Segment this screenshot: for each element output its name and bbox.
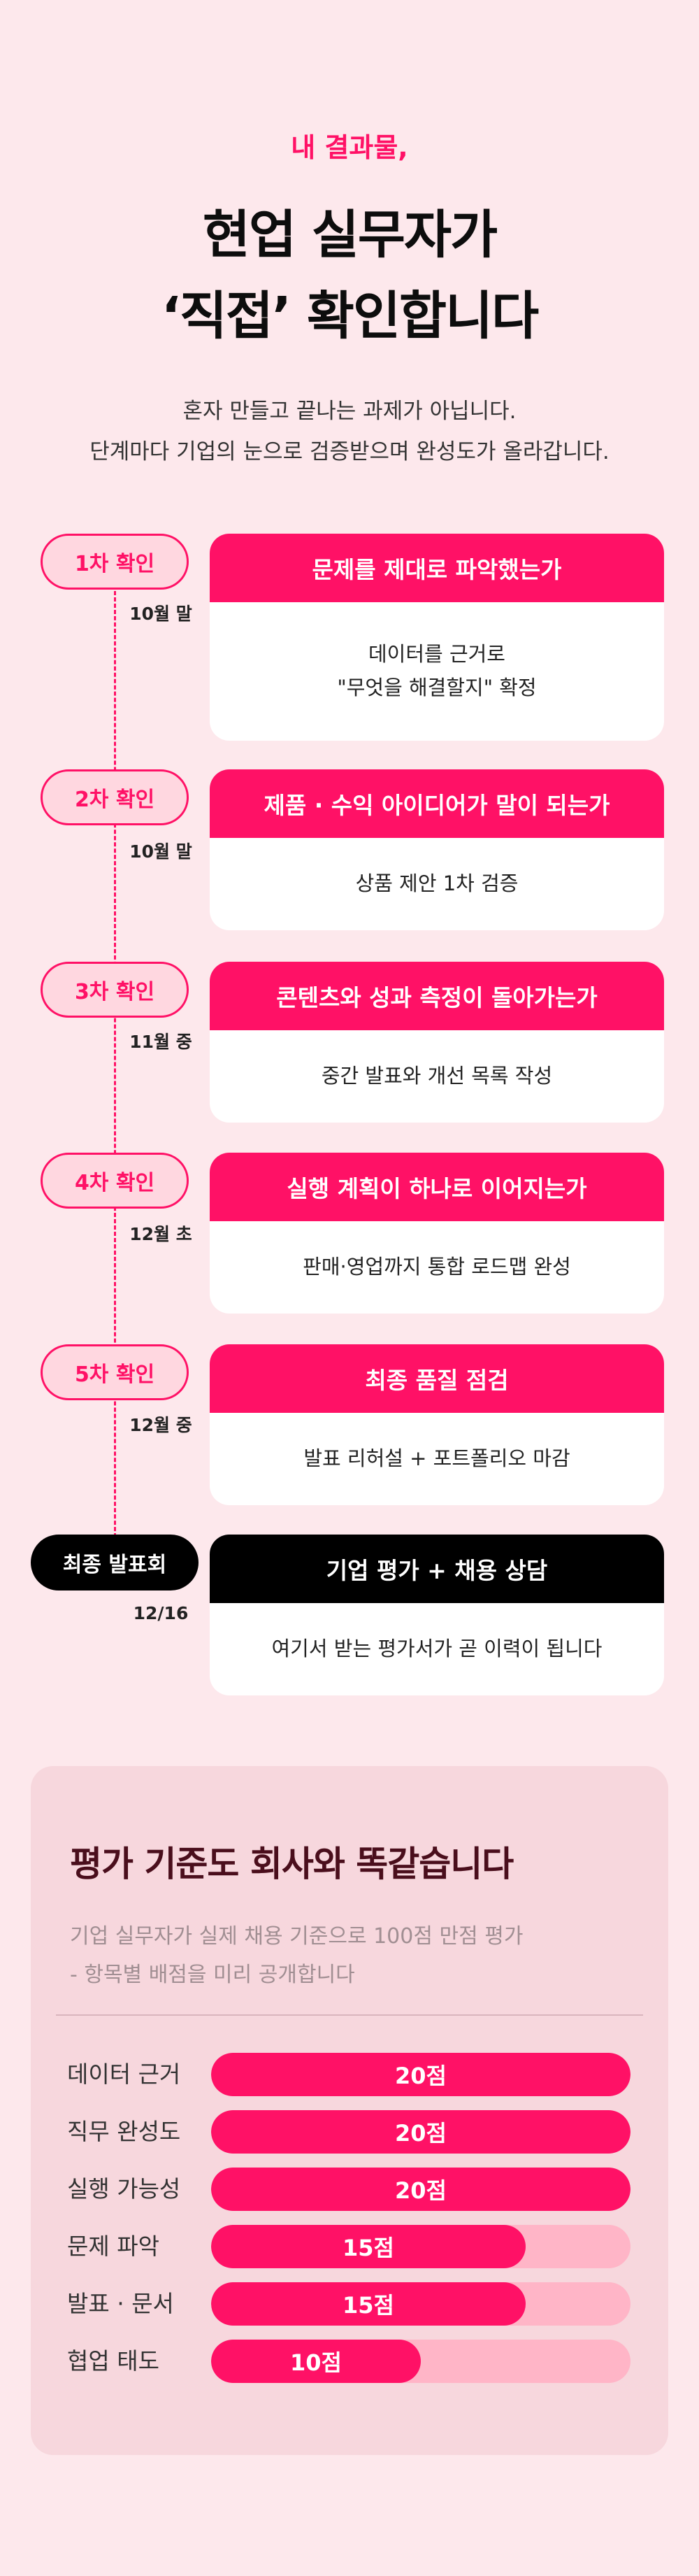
stage-date-4: 12월 초: [129, 1224, 192, 1244]
criteria-label: 데이터 근거: [67, 2061, 181, 2088]
stage-pill-1: 1차 확인: [41, 534, 189, 590]
stage-card-heading: 문제를 제대로 파악했는가: [210, 534, 664, 602]
criteria-row: 데이터 근거 20점: [31, 2053, 668, 2096]
stage-card-heading: 실행 계획이 하나로 이어지는가: [210, 1153, 664, 1221]
criteria-bar-track: 15점: [211, 2282, 630, 2326]
stage-card-4: 실행 계획이 하나로 이어지는가 판매·영업까지 통합 로드맵 완성: [210, 1153, 664, 1314]
criteria-row: 문제 파악 15점: [31, 2225, 668, 2268]
criteria-label: 발표 · 문서: [67, 2290, 174, 2317]
criteria-label: 협업 태도: [67, 2347, 159, 2375]
stage-card-body: 판매·영업까지 통합 로드맵 완성: [210, 1221, 664, 1314]
criteria-bar-fill: 20점: [211, 2110, 630, 2154]
stage-pill-4: 4차 확인: [41, 1153, 189, 1209]
stage-card-body: 상품 제안 1차 검증: [210, 838, 664, 930]
criteria-label: 문제 파악: [67, 2233, 159, 2260]
stage-card-body: 여기서 받는 평가서가 곧 이력이 됩니다: [210, 1603, 664, 1695]
criteria-bar-fill: 15점: [211, 2282, 526, 2326]
criteria-bar-fill: 15점: [211, 2225, 526, 2268]
stage-card-body: 중간 발표와 개선 목록 작성: [210, 1030, 664, 1123]
criteria-row: 협업 태도 10점: [31, 2340, 668, 2383]
stage-pill-final: 최종 발표회: [31, 1535, 199, 1591]
stage-card-final: 기업 평가 + 채용 상담 여기서 받는 평가서가 곧 이력이 됩니다: [210, 1535, 664, 1695]
stage-card-heading: 제품 · 수익 아이디어가 말이 되는가: [210, 769, 664, 838]
criteria-bar-track: 20점: [211, 2110, 630, 2154]
criteria-row: 실행 가능성 20점: [31, 2168, 668, 2211]
stage-date-final: 12/16: [133, 1603, 189, 1623]
stage-card-body-line: 데이터를 근거로: [368, 642, 505, 667]
criteria-bar-track: 20점: [211, 2053, 630, 2096]
stage-pill-5: 5차 확인: [41, 1344, 189, 1400]
criteria-bar-track: 20점: [211, 2168, 630, 2211]
stage-card-body: 발표 리허설 + 포트폴리오 마감: [210, 1413, 664, 1505]
hero-title-line1: 현업 실무자가: [202, 205, 498, 265]
stage-card-heading: 콘텐츠와 성과 측정이 돌아가는가: [210, 962, 664, 1030]
stage-card-heading: 기업 평가 + 채용 상담: [210, 1535, 664, 1603]
criteria-label: 직무 완성도: [67, 2118, 181, 2145]
criteria-bar-track: 15점: [211, 2225, 630, 2268]
criteria-bar-track: 10점: [211, 2340, 630, 2383]
criteria-row: 발표 · 문서 15점: [31, 2282, 668, 2326]
criteria-bar-fill: 20점: [211, 2168, 630, 2211]
stage-card-1: 문제를 제대로 파악했는가 데이터를 근거로 "무엇을 해결할지" 확정: [210, 534, 664, 741]
timeline-dashed-line: [114, 591, 116, 1556]
stage-card-body-line: 판매·영업까지 통합 로드맵 완성: [303, 1255, 571, 1279]
stage-pill-3: 3차 확인: [41, 962, 189, 1018]
criteria-divider: [56, 2014, 643, 2016]
criteria-title: 평가 기준도 회사와 똑같습니다: [70, 1844, 514, 1884]
hero-subtitle-line1: 혼자 만들고 끝나는 과제가 아닙니다.: [182, 399, 517, 424]
criteria-label: 실행 가능성: [67, 2175, 181, 2203]
criteria-row: 직무 완성도 20점: [31, 2110, 668, 2154]
stage-card-body-line: 여기서 받는 평가서가 곧 이력이 됩니다: [271, 1637, 603, 1661]
stage-card-body-line: 상품 제안 1차 검증: [355, 871, 519, 896]
stage-date-2: 10월 말: [129, 841, 192, 862]
stage-date-3: 11월 중: [129, 1032, 192, 1052]
criteria-subtitle-line1: 기업 실무자가 실제 채용 기준으로 100점 만점 평가: [70, 1924, 524, 1949]
stage-card-body-line: "무엇을 해결할지" 확정: [337, 676, 537, 699]
stage-card-body-line: 발표 리허설 + 포트폴리오 마감: [303, 1446, 570, 1471]
criteria-bar-fill: 10점: [211, 2340, 421, 2383]
stage-date-1: 10월 말: [129, 604, 192, 624]
criteria-subtitle-line2: - 항목별 배점을 미리 공개합니다: [70, 1963, 355, 1987]
stage-card-body: 데이터를 근거로 "무엇을 해결할지" 확정: [210, 602, 664, 741]
stage-card-body-line: 중간 발표와 개선 목록 작성: [321, 1064, 553, 1088]
hero-subtitle-line2: 단계마다 기업의 눈으로 검증받으며 완성도가 올라갑니다.: [89, 439, 610, 464]
stage-card-2: 제품 · 수익 아이디어가 말이 되는가 상품 제안 1차 검증: [210, 769, 664, 930]
stage-card-heading: 최종 품질 점검: [210, 1344, 664, 1413]
stage-date-5: 12월 중: [129, 1415, 192, 1435]
hero-eyebrow: 내 결과물,: [291, 132, 408, 163]
criteria-panel: 평가 기준도 회사와 똑같습니다 기업 실무자가 실제 채용 기준으로 100점…: [31, 1766, 668, 2455]
criteria-bar-fill: 20점: [211, 2053, 630, 2096]
hero-title-line2: ‘직접’ 확인합니다: [161, 286, 540, 346]
stage-card-3: 콘텐츠와 성과 측정이 돌아가는가 중간 발표와 개선 목록 작성: [210, 962, 664, 1123]
stage-pill-2: 2차 확인: [41, 769, 189, 825]
stage-card-5: 최종 품질 점검 발표 리허설 + 포트폴리오 마감: [210, 1344, 664, 1505]
